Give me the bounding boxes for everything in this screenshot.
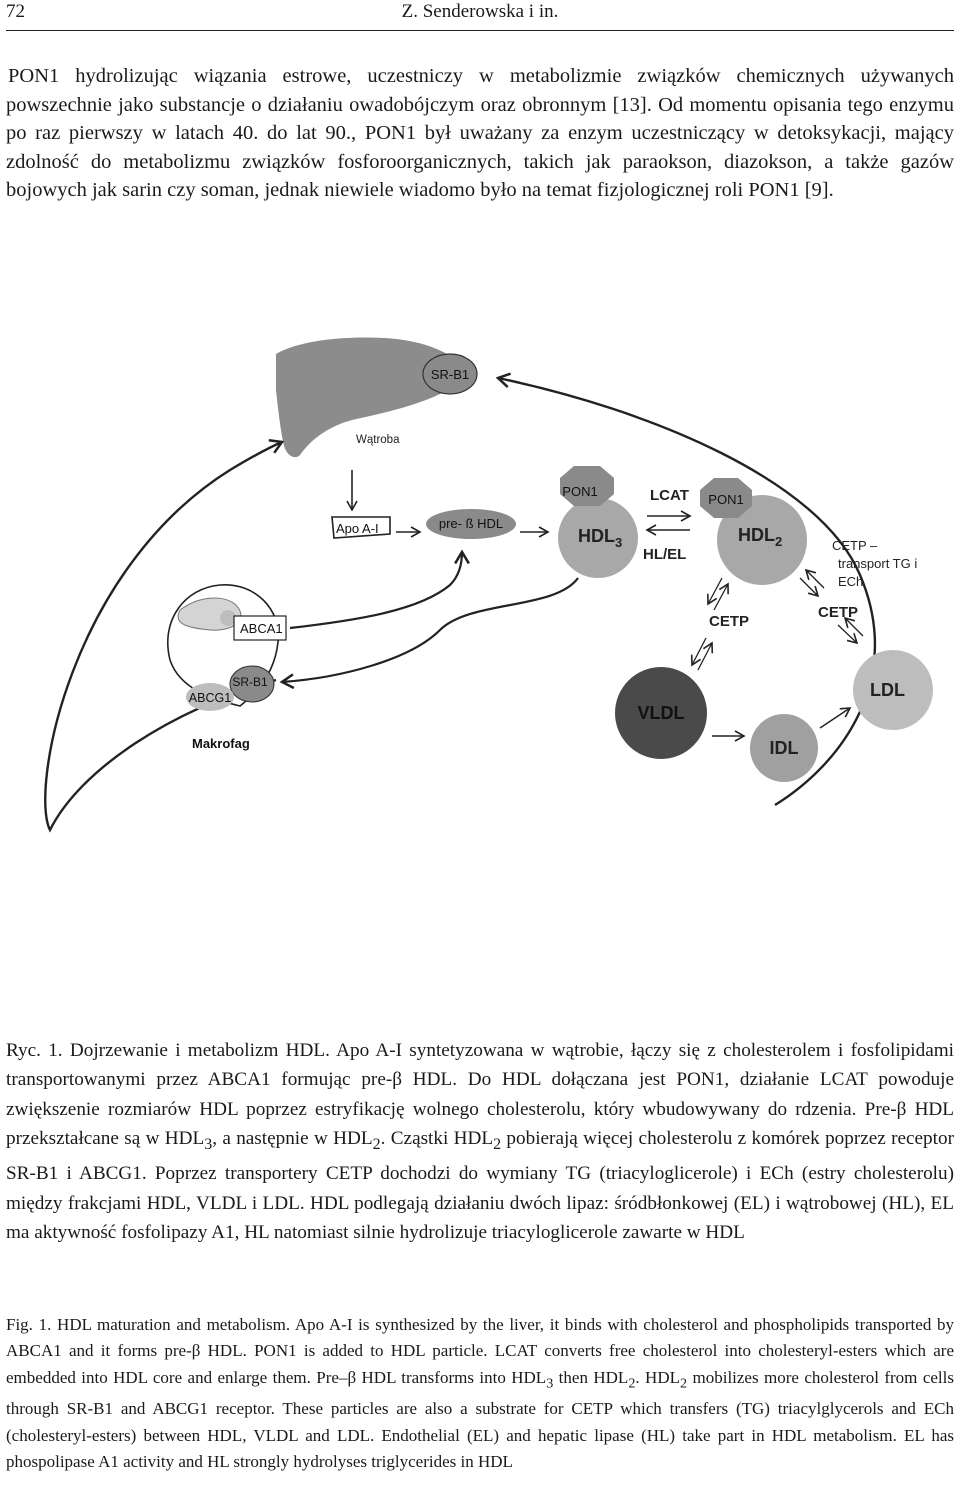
cetp-vldl-arrow-1 bbox=[690, 637, 707, 667]
vldl-particle bbox=[615, 667, 707, 759]
running-head: Z. Senderowska i in. bbox=[401, 1, 559, 22]
cetp-note-line1: CETP – bbox=[832, 538, 878, 553]
hdl-metabolism-figure: Wątroba SR-B1 Apo A-I pre- ß HDL PON1 HD… bbox=[0, 320, 960, 1020]
figure-caption-english: Fig. 1. HDL maturation and metabolism. A… bbox=[6, 1315, 954, 1471]
liver-sr-b1-label: SR-B1 bbox=[431, 367, 469, 382]
pon1-right-hexagon bbox=[700, 478, 752, 518]
liver-shape bbox=[276, 337, 465, 458]
cetp-note-line3: ECh bbox=[838, 574, 863, 589]
cetp-ldl-arrow-1 bbox=[837, 624, 859, 645]
ldl-particle bbox=[853, 650, 933, 730]
hdl2-particle bbox=[717, 495, 807, 585]
cetp-ldl-arrow-2 bbox=[843, 616, 864, 637]
idl-to-ldl-arrow bbox=[819, 707, 852, 729]
cetp-note-line2: transport TG i bbox=[838, 556, 917, 571]
hdl3-label: HDL3 bbox=[578, 526, 622, 550]
cetp-vldl-arrow-2 bbox=[697, 641, 714, 671]
abcg1-receptor bbox=[186, 683, 234, 711]
abca1-to-prebeta-arrow bbox=[289, 549, 470, 630]
abca1-label: ABCA1 bbox=[240, 621, 283, 636]
liver-sr-b1-receptor bbox=[422, 353, 478, 395]
pon1-left-hexagon bbox=[560, 466, 614, 506]
figure-caption-polish: Ryc. 1. Dojrzewanie i metabolizm HDL. Ap… bbox=[6, 1040, 954, 1244]
cetp-note-arrow-up bbox=[804, 568, 825, 589]
vldl-label: VLDL bbox=[638, 703, 685, 723]
pre-beta-hdl-label: pre- ß HDL bbox=[439, 516, 503, 531]
hl-el-label: HL/EL bbox=[643, 546, 686, 563]
hdl2-to-liver-arrow bbox=[495, 372, 877, 807]
macrophage-sr-b1-receptor bbox=[229, 665, 275, 703]
hdl3-particle bbox=[558, 498, 638, 578]
pon1-left-label: PON1 bbox=[562, 484, 597, 499]
liver-label: Wątroba bbox=[356, 434, 400, 446]
macrophage-label: Makrofag bbox=[192, 736, 250, 751]
intro-paragraph: PON1 hydrolizując wiązania estrowe, ucze… bbox=[6, 65, 954, 202]
cetp-mid-arrow-2 bbox=[713, 582, 729, 611]
page-header: 72 Z. Senderowska i in. bbox=[6, 0, 954, 31]
cetp-right-label: CETP bbox=[818, 604, 858, 621]
macrophage-sr-b1-label: SR-B1 bbox=[232, 675, 268, 689]
hdl-to-macrophage-arrow bbox=[279, 577, 579, 690]
apoa1-label: Apo A-I bbox=[336, 521, 379, 536]
abcg1-label: ABCG1 bbox=[189, 691, 231, 705]
macrophage-vesicle bbox=[220, 610, 236, 626]
cetp-mid-label: CETP bbox=[709, 613, 749, 630]
hdl-diagram: Wątroba SR-B1 Apo A-I pre- ß HDL PON1 HD… bbox=[44, 337, 933, 833]
pre-beta-hdl-particle bbox=[426, 509, 516, 539]
cetp-note-arrow-down bbox=[799, 577, 820, 598]
apoa1-shape bbox=[331, 516, 391, 539]
abca1-box bbox=[233, 615, 287, 641]
page-number: 72 bbox=[6, 1, 25, 22]
idl-label: IDL bbox=[770, 738, 799, 758]
ldl-label: LDL bbox=[870, 680, 905, 700]
lcat-label: LCAT bbox=[650, 487, 689, 504]
pon1-right-label: PON1 bbox=[708, 492, 743, 507]
cetp-mid-arrow-1 bbox=[707, 577, 723, 606]
hdl2-label: HDL2 bbox=[738, 525, 782, 549]
idl-particle bbox=[750, 714, 818, 782]
macrophage-to-liver-arrow bbox=[44, 438, 285, 833]
